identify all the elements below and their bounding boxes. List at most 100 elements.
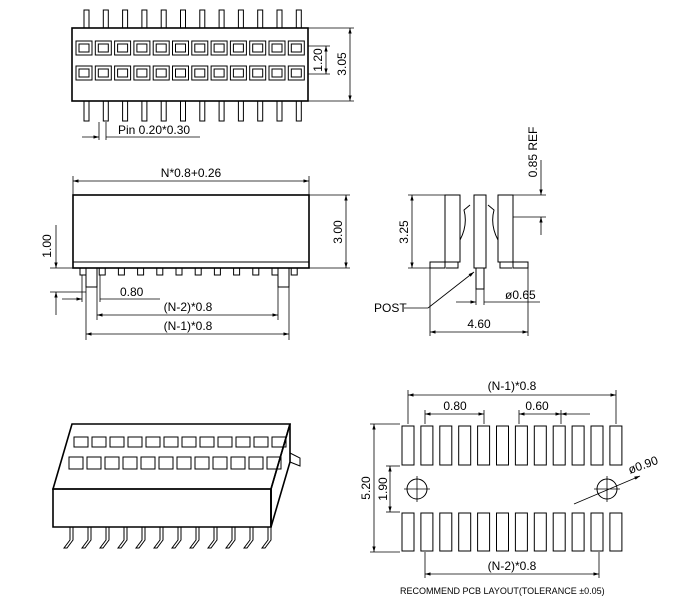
front-dim-standoff-label: 1.00: [40, 234, 54, 258]
pcb-pad: [458, 512, 472, 552]
top-pin: [276, 100, 283, 122]
contact-cell-inner: [175, 43, 186, 53]
pcb-pad: [552, 425, 566, 466]
top-pin: [218, 9, 225, 29]
iso-pin: [99, 527, 110, 549]
pcb-pad: [401, 425, 415, 466]
top-view: 1.20 3.05 Pin 0.20*0.30: [71, 9, 354, 140]
pcb-pad: [590, 425, 604, 466]
iso-cell: [158, 456, 174, 470]
front-pin: [213, 267, 221, 276]
contact-cell-inner: [97, 68, 109, 78]
pcb-dim-outer: 5.20: [359, 423, 400, 553]
iso-pin: [243, 527, 254, 549]
contact-cell-inner: [194, 68, 206, 78]
pcb-pad: [552, 512, 566, 552]
pcb-dim-n-minus-2: (N-2)*0.8: [424, 552, 600, 578]
contact-cell: [94, 65, 112, 81]
contact-cell-inner: [117, 43, 129, 53]
contact-cell: [287, 40, 305, 56]
side-contact-right: [487, 204, 499, 262]
top-pin: [199, 9, 206, 29]
contact-cell-inner: [78, 68, 90, 78]
contact-cell-inner: [232, 43, 244, 53]
iso-front-face: [52, 488, 272, 528]
pcb-pad: [477, 425, 491, 466]
front-dim-body-height-label: 3.00: [331, 220, 345, 244]
iso-cell: [199, 436, 215, 448]
pcb-pad: [609, 512, 623, 552]
contact-cell-inner: [155, 43, 167, 53]
iso-cell: [86, 456, 102, 470]
contact-cell-inner: [194, 43, 206, 53]
top-pin: [237, 9, 244, 29]
top-dim-row-pitch-label: 1.20: [311, 48, 325, 72]
front-dim-overall-length-label: N*0.8+0.26: [161, 166, 222, 180]
front-pin: [117, 267, 125, 276]
pcb-pad: [420, 512, 434, 552]
front-view-body: [72, 194, 310, 269]
contact-cell: [133, 40, 151, 56]
iso-cell: [266, 456, 282, 470]
front-pin: [175, 267, 183, 276]
side-dim-height-label: 3.25: [397, 220, 411, 244]
iso-cell: [91, 436, 107, 448]
iso-cell: [109, 436, 125, 448]
contact-cell: [287, 65, 305, 81]
pcb-pad: [496, 425, 509, 466]
side-dim-width-label: 4.60: [467, 317, 491, 331]
top-pin: [122, 9, 129, 29]
front-dim-standoff: 1.00: [40, 225, 86, 315]
contact-cell: [75, 40, 93, 56]
iso-cell: [181, 436, 197, 448]
top-pin: [237, 100, 244, 122]
pcb-caption: RECOMMEND PCB LAYOUT(TOLERANCE ±0.05): [400, 586, 605, 596]
top-pin-note: Pin 0.20*0.30: [82, 122, 200, 140]
side-center-post: [473, 194, 487, 269]
iso-cell: [230, 456, 246, 470]
pcb-dim-hole-label: ø0.90: [626, 453, 660, 477]
side-dim-ref: 0.85 REF: [513, 127, 546, 235]
pcb-pads-upper: [401, 425, 623, 466]
front-pin: [252, 267, 260, 276]
top-pin: [122, 100, 129, 122]
side-post-callout: POST: [374, 271, 475, 315]
contact-cell: [152, 65, 170, 81]
iso-cell: [271, 436, 287, 448]
contact-cell: [172, 65, 189, 81]
front-pin: [233, 267, 241, 276]
front-post-right: [277, 267, 290, 288]
contact-cell-inner: [136, 43, 148, 53]
top-pin: [141, 100, 148, 122]
top-pin: [141, 9, 148, 29]
front-dim-pitch: 0.80: [62, 275, 160, 302]
pcb-pad: [439, 512, 453, 552]
contact-cell-inner: [232, 68, 244, 78]
top-pin: [257, 9, 264, 29]
iso-cell: [104, 456, 120, 470]
iso-cell: [253, 436, 269, 448]
iso-cell: [145, 436, 161, 448]
front-pin: [79, 267, 87, 276]
top-view-body: [71, 27, 309, 102]
iso-pin: [153, 527, 164, 549]
top-view-pins-upper: [83, 9, 302, 29]
pin-note-label: Pin 0.20*0.30: [118, 123, 190, 137]
pcb-dim-pad-width-label: 0.60: [525, 399, 549, 413]
front-dim-body-height: 3.00: [309, 194, 350, 269]
front-dim-n-minus-2-label: (N-2)*0.8: [164, 300, 213, 314]
pcb-pad: [477, 512, 491, 552]
side-post-tail: [475, 267, 485, 290]
front-pin: [156, 267, 164, 276]
iso-pin: [135, 527, 146, 549]
pcb-dim-n-minus-1: (N-1)*0.8: [407, 379, 617, 424]
iso-cell: [248, 456, 264, 470]
side-dim-width: 4.60: [429, 268, 529, 336]
pcb-dim-pitch: 0.80: [424, 399, 485, 424]
top-pin: [218, 100, 225, 122]
top-dim-body-width-label: 3.05: [335, 52, 349, 76]
contact-cell: [210, 40, 228, 56]
pcb-dim-inner: 1.90: [376, 465, 400, 513]
contact-cell: [133, 65, 151, 81]
